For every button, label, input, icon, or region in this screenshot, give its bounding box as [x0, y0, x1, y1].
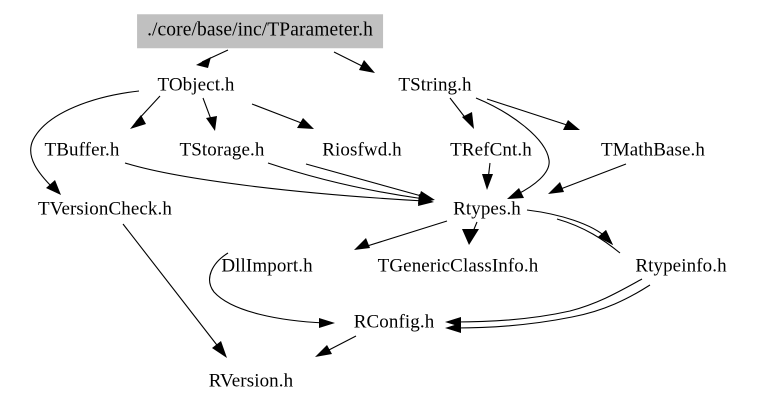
node-trefcnt[interactable]: TRefCnt.h: [450, 141, 532, 160]
edge-tparameter-to-tobject: [196, 49, 229, 68]
node-rtypeinfo[interactable]: Rtypeinfo.h: [635, 257, 726, 276]
edge-tstring-to-tmathbase: [486, 98, 580, 130]
node-tversioncheck[interactable]: TVersionCheck.h: [38, 200, 172, 219]
node-tstorage[interactable]: TStorage.h: [180, 141, 265, 160]
edge-tobject-to-riosfwd: [251, 103, 314, 129]
node-label: RVersion.h: [208, 370, 294, 392]
node-label: ./core/base/inc/TParameter.h: [147, 19, 373, 41]
node-rtypes[interactable]: Rtypes.h: [453, 200, 521, 219]
node-label: TStorage.h: [179, 139, 265, 161]
edge-trefcnt-to-rtypes: [482, 162, 493, 190]
edge-tobject-to-tbuffer: [130, 95, 161, 129]
node-rversion[interactable]: RVersion.h: [209, 372, 293, 391]
node-riosfwd[interactable]: Riosfwd.h: [322, 141, 402, 160]
node-label: TMathBase.h: [601, 139, 705, 161]
node-label: TString.h: [398, 74, 472, 96]
edge-rconfig-to-rversion: [315, 335, 357, 357]
node-rconfig[interactable]: RConfig.h: [354, 313, 435, 332]
node-label: TGenericClassInfo.h: [377, 255, 539, 277]
node-label: TBuffer.h: [44, 139, 120, 161]
node-label: DllImport.h: [221, 255, 313, 277]
node-label: TObject.h: [157, 74, 235, 96]
edge-riosfwd-to-rtypes: [305, 163, 435, 201]
edge-tobject-to-tstorage: [202, 97, 217, 131]
node-label: Rtypes.h: [453, 198, 521, 220]
node-label: RConfig.h: [353, 311, 435, 333]
node-tparameter[interactable]: ./core/base/inc/TParameter.h: [137, 14, 383, 48]
edge-tstring-to-trefcnt: [449, 97, 474, 129]
edge-rtypeinfo-to-rconfig-b: [445, 284, 651, 333]
edge-rtypes-to-tgenericclassinfo: [462, 221, 479, 245]
edge-rtypeinfo-to-rtypes: [556, 218, 621, 254]
node-label: Riosfwd.h: [322, 139, 402, 161]
node-label: TVersionCheck.h: [38, 198, 172, 220]
node-tgenericclassinfo[interactable]: TGenericClassInfo.h: [378, 257, 539, 276]
node-label: TRefCnt.h: [450, 139, 532, 161]
edge-rtypes-to-dllimport: [354, 220, 448, 250]
edge-tparameter-to-tstring: [333, 51, 375, 73]
node-tmathbase[interactable]: TMathBase.h: [601, 141, 705, 160]
edge-tmathbase-to-rtypes: [548, 163, 627, 194]
node-label: Rtypeinfo.h: [635, 255, 727, 277]
node-dllimport[interactable]: DllImport.h: [221, 257, 312, 276]
edge-rtypeinfo-to-rconfig-a: [445, 278, 643, 327]
node-tbuffer[interactable]: TBuffer.h: [45, 141, 120, 160]
node-tstring[interactable]: TString.h: [398, 76, 471, 95]
edge-rtypes-to-rtypeinfo: [526, 209, 613, 245]
edge-tstorage-to-rtypes: [267, 162, 434, 204]
edge-tversioncheck-to-rversion: [122, 223, 227, 358]
node-tobject[interactable]: TObject.h: [157, 76, 234, 95]
